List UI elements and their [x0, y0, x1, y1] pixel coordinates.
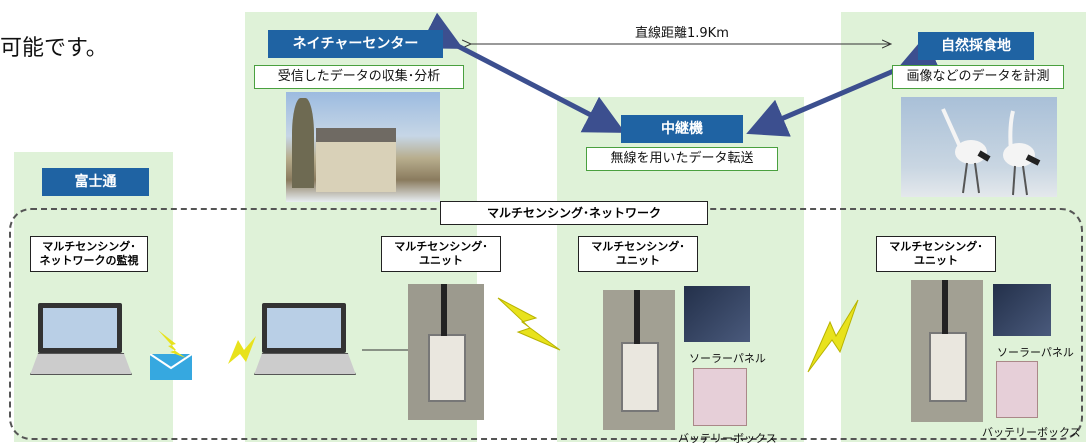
- sensor-unit-image: [603, 290, 675, 430]
- solar-panel-image: [993, 284, 1051, 336]
- solar-panel-image: [684, 286, 750, 342]
- solar-label-relay: ソーラーパネル: [689, 352, 766, 365]
- battery-box-image: [996, 361, 1038, 418]
- distance-label: 直線距離1.9Km: [635, 26, 729, 41]
- desc-relay: 無線を用いたデータ転送: [586, 147, 778, 171]
- unit-label-relay: マルチセンシング･ ユニット: [578, 236, 698, 272]
- arrow-nature-relay: [418, 12, 626, 133]
- title-feeding: 自然採食地: [918, 32, 1034, 60]
- solar-label-feeding: ソーラーパネル: [997, 346, 1074, 359]
- lightning-icon: [158, 330, 186, 358]
- unit-label-feeding: マルチセンシング･ ユニット: [876, 236, 996, 272]
- crane-photo: [901, 97, 1057, 197]
- laptop-icon: [30, 303, 132, 375]
- network-label: マルチセンシング･ネットワーク: [440, 201, 708, 225]
- sensor-unit-image: [408, 284, 484, 420]
- unit-label-nature-center: マルチセンシング･ ユニット: [381, 236, 501, 272]
- crane-silhouettes: [941, 108, 1041, 196]
- nature-center-photo: [286, 92, 440, 202]
- title-nature-center: ネイチャーセンター: [268, 30, 443, 58]
- battery-label-relay: バッテリーボックス: [678, 432, 777, 445]
- desc-nature-center: 受信したデータの収集･分析: [254, 65, 464, 89]
- lightning-icon: [497, 297, 561, 351]
- desc-feeding: 画像などのデータを計測: [892, 65, 1064, 89]
- panel-fujitsu: [14, 152, 173, 442]
- sensor-unit-image: [911, 280, 983, 422]
- laptop-icon: [254, 303, 356, 375]
- lightning-icon: [807, 299, 859, 373]
- lightning-icon: [228, 336, 256, 364]
- envelope-icon: [150, 354, 192, 380]
- intro-text: 可能です。: [0, 36, 108, 61]
- title-relay: 中継機: [621, 115, 743, 143]
- arrow-feeding-relay: [746, 35, 941, 137]
- battery-box-image: [693, 368, 747, 426]
- title-fujitsu: 富士通: [42, 168, 149, 196]
- battery-label-feeding: バッテリーボックス: [982, 426, 1081, 439]
- unit-label-fujitsu: マルチセンシング･ ネットワークの監視: [30, 236, 148, 272]
